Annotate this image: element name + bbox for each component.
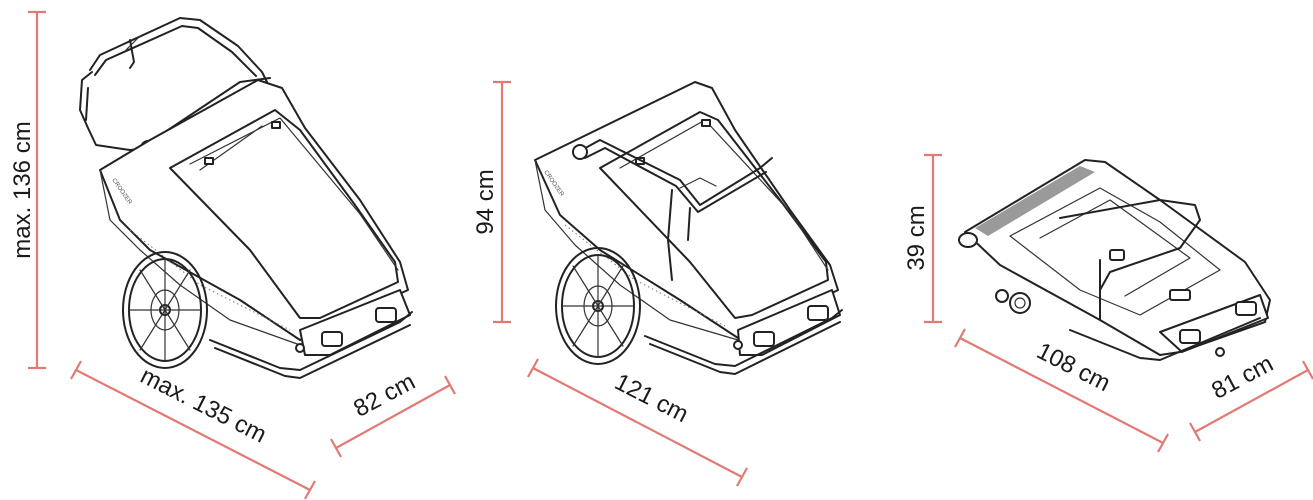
trailer-illustration-folded bbox=[958, 159, 1271, 361]
trailer-folded-view: 39 cm bbox=[903, 153, 1313, 453]
width-label-extended: 82 cm bbox=[349, 368, 419, 423]
trailer-illustration-stroller: CROOZER bbox=[534, 81, 843, 375]
height-label-stroller: 94 cm bbox=[472, 169, 499, 234]
height-dimension-extended: max. 136 cm bbox=[9, 10, 46, 370]
height-label-folded: 39 cm bbox=[903, 205, 930, 270]
length-label-folded: 108 cm bbox=[1032, 337, 1114, 397]
width-label-folded: 81 cm bbox=[1207, 350, 1277, 405]
length-dimension-folded: 108 cm bbox=[954, 328, 1169, 453]
trailer-stroller-view: 94 cm CROOZER bbox=[472, 80, 843, 487]
trailer-extended-view: max. 136 cm CROOZER bbox=[9, 10, 456, 500]
length-label-stroller: 121 cm bbox=[610, 368, 692, 428]
width-dimension-folded: 81 cm bbox=[1189, 350, 1313, 442]
height-dimension-stroller: 94 cm bbox=[472, 80, 511, 324]
height-label-extended: max. 136 cm bbox=[9, 121, 36, 258]
length-dimension-stroller: 121 cm bbox=[527, 358, 748, 487]
height-dimension-folded: 39 cm bbox=[903, 153, 942, 324]
length-dimension-extended: max. 135 cm bbox=[70, 360, 316, 500]
width-dimension-extended: 82 cm bbox=[330, 368, 456, 458]
trailer-illustration-extended: CROOZER bbox=[79, 17, 413, 379]
